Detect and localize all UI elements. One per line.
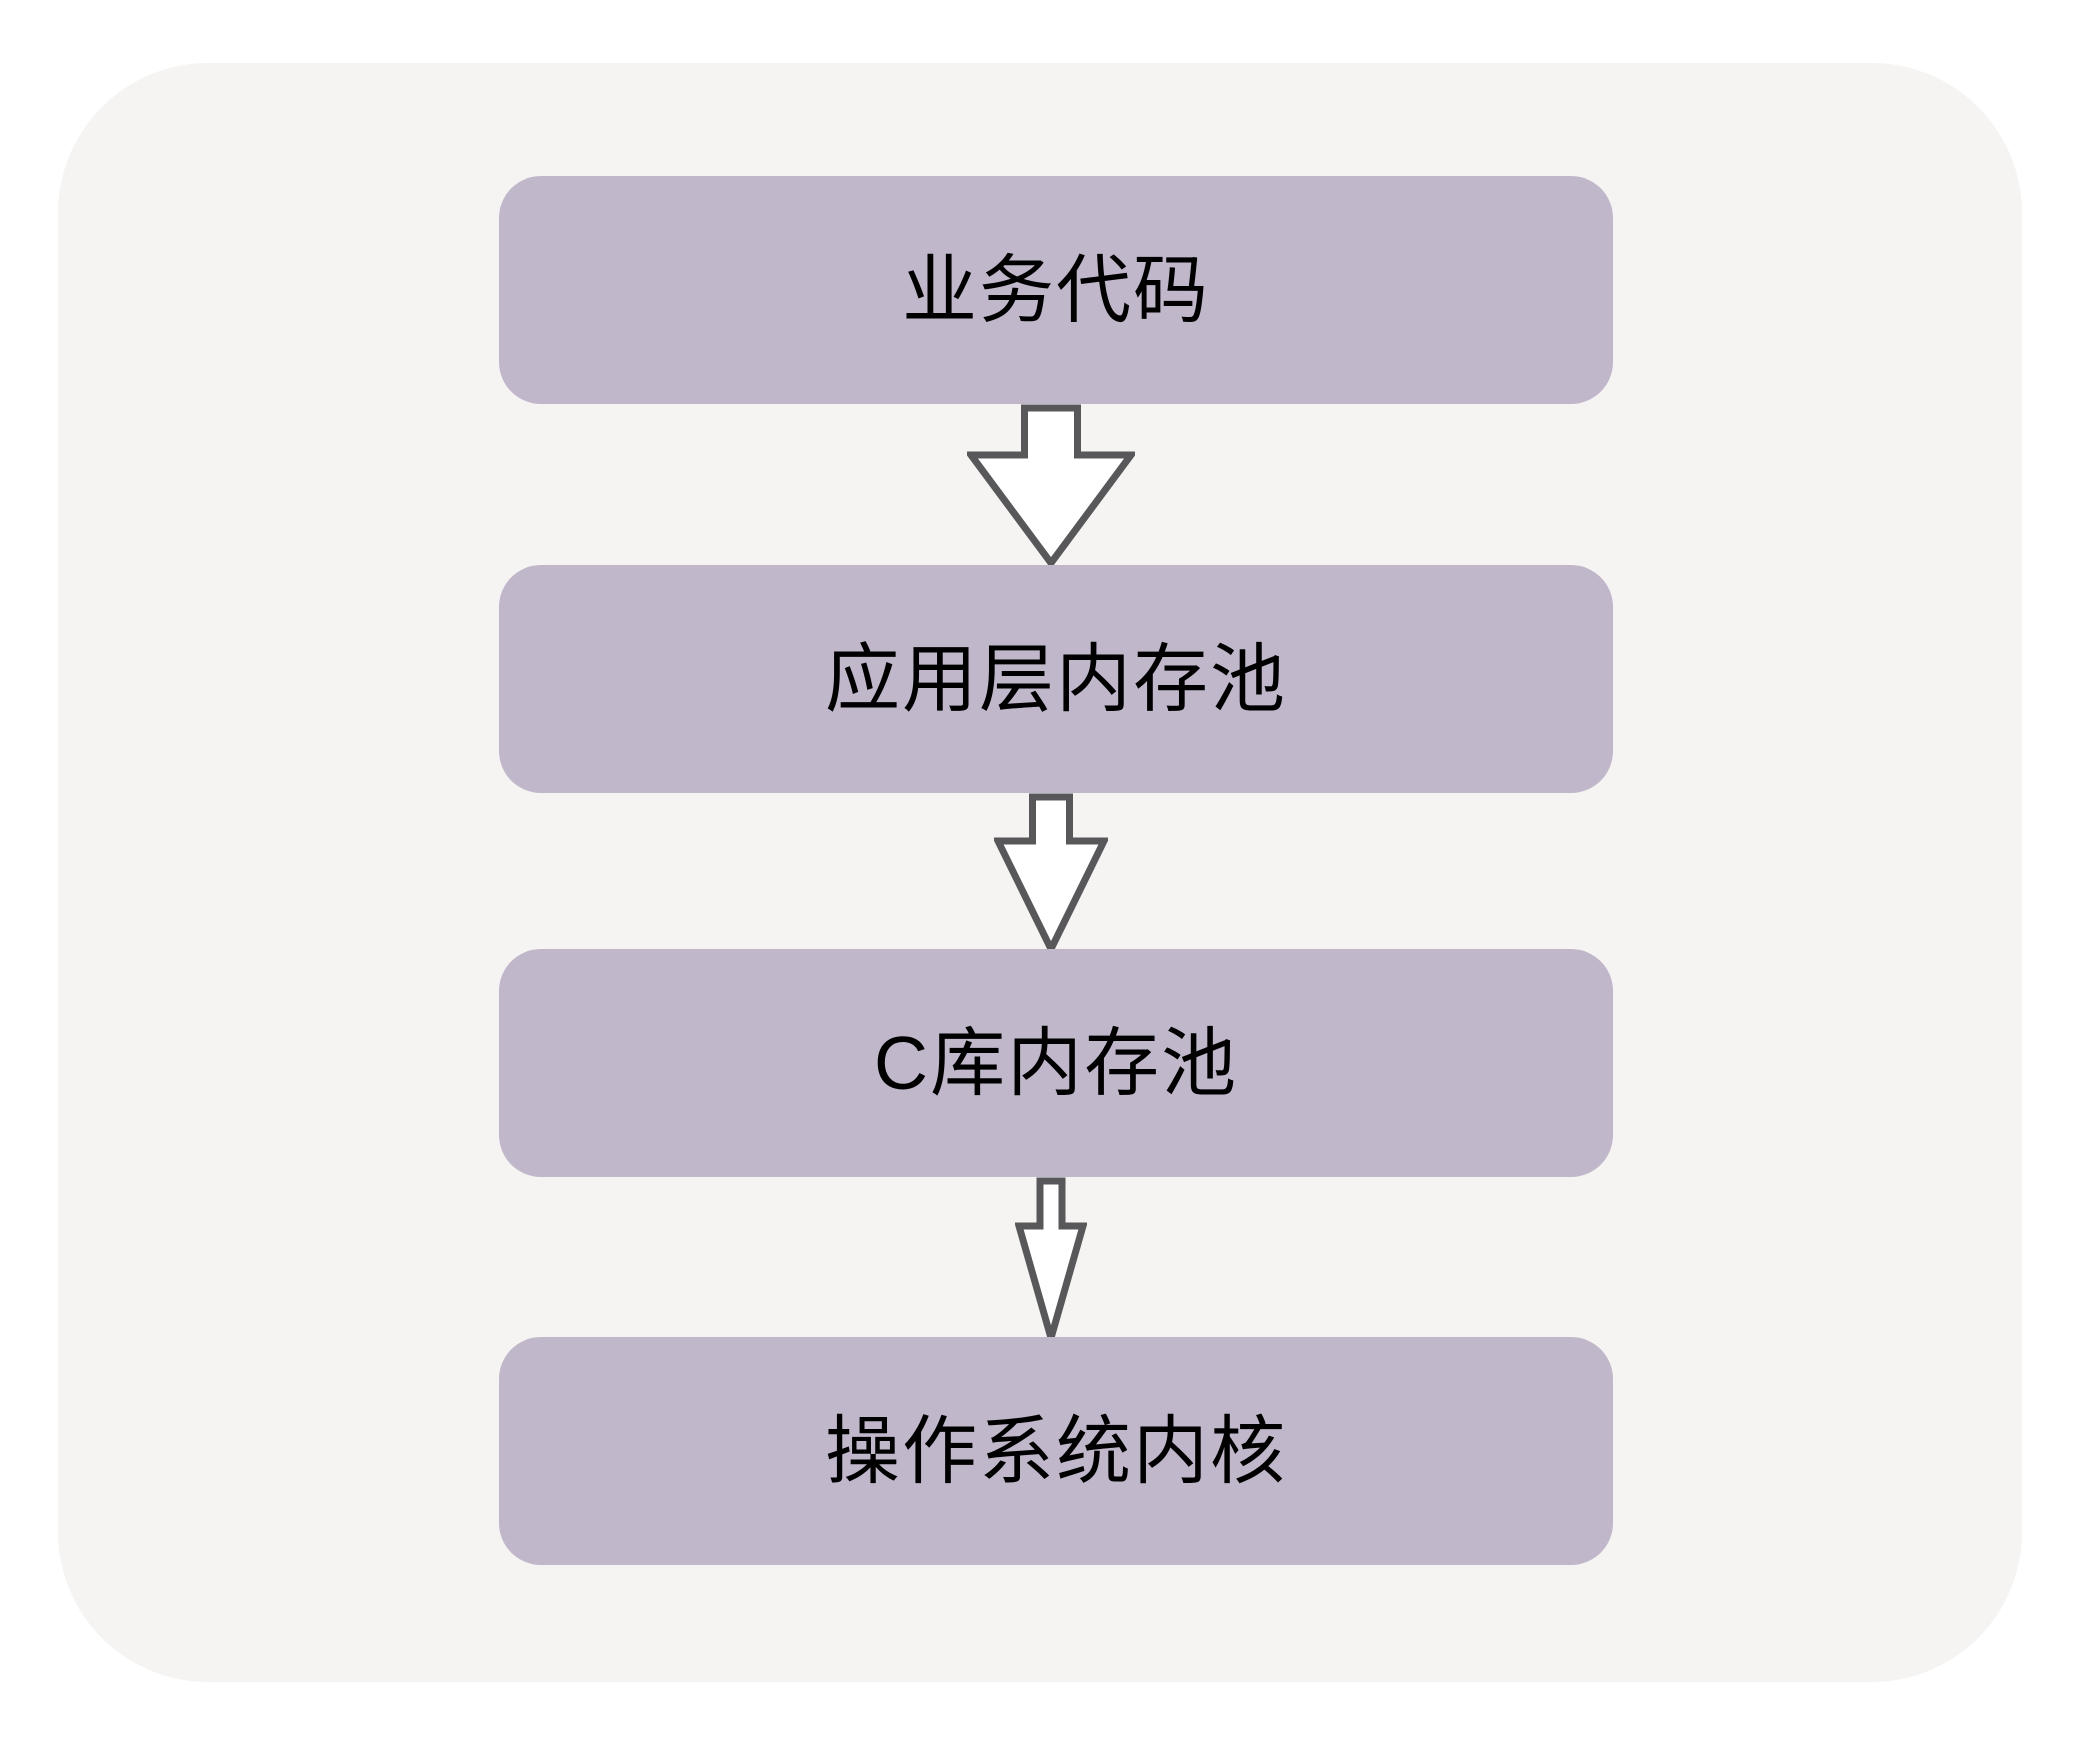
flow-node-app-memory-pool: 应用层内存池 — [499, 565, 1613, 793]
down-arrow-icon — [1015, 1177, 1087, 1342]
diagram-panel: 业务代码 应用层内存池 C库内存池 操作系统内核 — [58, 63, 2022, 1682]
flow-node-os-kernel: 操作系统内核 — [499, 1337, 1613, 1565]
down-arrow-icon — [994, 793, 1108, 953]
flow-node-business-code: 业务代码 — [499, 176, 1613, 404]
down-arrow-icon — [967, 404, 1135, 567]
flow-node-clib-memory-pool: C库内存池 — [499, 949, 1613, 1177]
